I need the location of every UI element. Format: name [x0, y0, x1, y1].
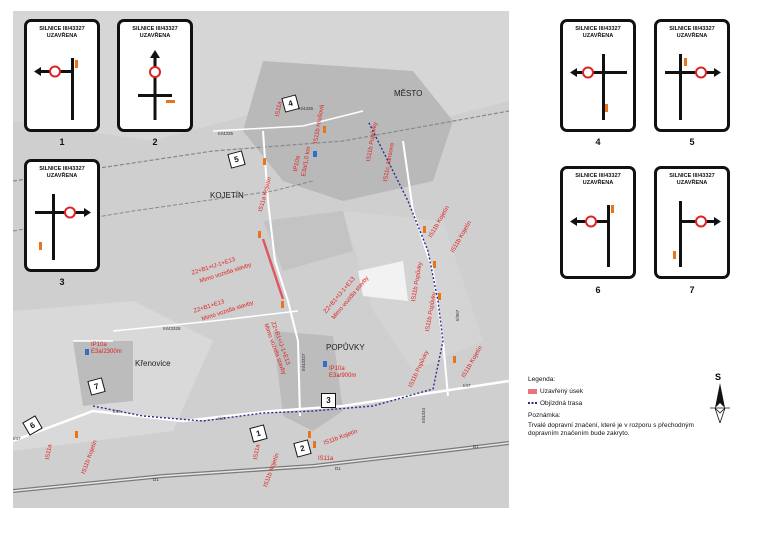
sign-title-line: SILNICE III/43327 — [575, 173, 621, 179]
legend-swatches — [528, 389, 537, 404]
road-label: D1 — [335, 466, 341, 471]
sign-title-line: SILNICE III/43327 — [575, 26, 621, 32]
map-label: IP10a — [329, 366, 345, 372]
north-label: S — [715, 372, 722, 382]
map-label: E3a/900m — [329, 373, 357, 379]
road-label: III/4335 — [218, 131, 234, 136]
sign-number-4: 4 — [595, 137, 601, 147]
map-background — [13, 11, 509, 493]
map-area[interactable]: MĚSTO KOJETÍN Křenovice POPŮVKY III/4335… — [13, 11, 509, 508]
sign-title-line: UZAVŘENA — [139, 32, 171, 39]
legend-closed: Uzavřený úsek — [540, 388, 583, 395]
sign-diagram — [35, 194, 91, 260]
sign-title-line: UZAVŘENA — [582, 179, 614, 186]
sign-title-line: SILNICE III/43327 — [669, 173, 715, 179]
road-label: III/4336 — [298, 106, 314, 111]
sign-title-line: UZAVŘENA — [46, 32, 78, 39]
road-label: III/43327 — [301, 353, 306, 371]
sign-title-line: SILNICE III/43327 — [39, 26, 85, 32]
legend-detour: Objízdná trasa — [540, 400, 583, 407]
sign-number-2: 2 — [152, 137, 158, 147]
road-label: D1 — [153, 477, 159, 482]
place-krenovice: Křenovice — [135, 359, 171, 368]
sign-title-line: UZAVŘENA — [46, 172, 78, 179]
sign-title-line: UZAVŘENA — [582, 32, 614, 39]
sign-title-line: UZAVŘENA — [676, 32, 708, 39]
legend: Legenda: Uzavřený úsek Objízdná trasa Po… — [528, 376, 738, 437]
sign-diagram — [34, 58, 78, 120]
sign-number-5: 5 — [689, 137, 695, 147]
sign-diagram — [665, 54, 721, 120]
place-kojetin: KOJETÍN — [210, 191, 244, 200]
sign-title-line: SILNICE III/43327 — [669, 26, 715, 32]
road-label: III/43328 — [163, 326, 181, 331]
road-label: D1 — [473, 444, 479, 449]
map-label: IS11a — [318, 456, 334, 462]
road-label: I/47 — [113, 409, 121, 414]
sign-diagram — [673, 201, 721, 267]
note-title: Poznámka: — [528, 412, 561, 419]
map-label: IP10a — [91, 342, 107, 348]
legend-title: Legenda: — [528, 376, 556, 383]
road-label: III/4334 — [421, 407, 426, 423]
place-mesto: MĚSTO — [394, 89, 423, 98]
north-arrow: S — [705, 372, 735, 423]
sign-number-3: 3 — [59, 277, 65, 287]
road-label: I/47 — [218, 416, 226, 421]
sign-title-line: SILNICE III/43327 — [132, 26, 178, 32]
sign-number-7: 7 — [689, 285, 695, 295]
sign-diagram — [570, 205, 614, 267]
sign-number-1: 1 — [59, 137, 65, 147]
site-box-3: 3 — [321, 393, 336, 408]
note-text: Trvalé dopravní značení, které je v rozp… — [528, 422, 694, 437]
sign-title-line: SILNICE III/43327 — [39, 166, 85, 172]
place-popuvky: POPŮVKY — [326, 343, 365, 352]
road-label: I/47 — [463, 383, 471, 388]
map-label: E3a/2300m — [91, 349, 122, 355]
sign-diagram — [138, 50, 175, 120]
sign-diagram — [570, 54, 627, 120]
road-label: II/367 — [455, 309, 460, 321]
sign-number-6: 6 — [595, 285, 601, 295]
sign-title-line: UZAVŘENA — [676, 179, 708, 186]
road-label: I/47 — [13, 436, 21, 441]
compass-icon — [710, 383, 730, 423]
